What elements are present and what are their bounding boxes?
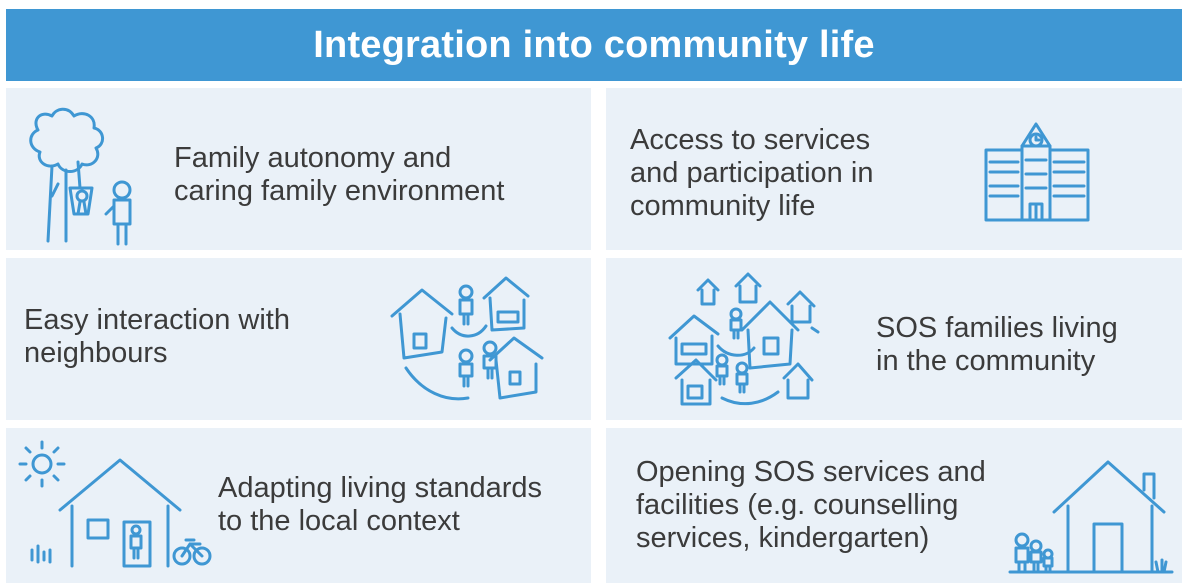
card-text: Easy interaction with neighbours [24, 304, 290, 369]
card-text: SOS families living in the community [876, 312, 1118, 377]
card-living-standards: Adapting living standards to the local c… [6, 428, 591, 583]
card-opening-services: Opening SOS services and facilities (e.g… [606, 428, 1182, 583]
card-access-services: Access to services and participation in … [606, 88, 1182, 250]
card-neighbours: Easy interaction with neighbours [6, 258, 591, 420]
card-family-autonomy: Family autonomy and caring family enviro… [6, 88, 591, 250]
building-icon [984, 122, 1090, 222]
card-text: Family autonomy and caring family enviro… [174, 142, 505, 207]
card-sos-families: SOS families living in the community [606, 258, 1182, 420]
header-banner: Integration into community life [6, 9, 1182, 81]
card-text: Adapting living standards to the local c… [218, 472, 543, 537]
house-family-icon [1008, 460, 1174, 574]
house-sun-bike-icon [18, 440, 212, 568]
neighbourhood-icon [390, 276, 544, 401]
family-tree-icon [29, 107, 132, 246]
card-text: Opening SOS services and facilities (e.g… [636, 456, 986, 554]
community-houses-icon [668, 272, 820, 406]
page-title: Integration into community life [313, 23, 875, 66]
card-text: Access to services and participation in … [630, 124, 874, 222]
